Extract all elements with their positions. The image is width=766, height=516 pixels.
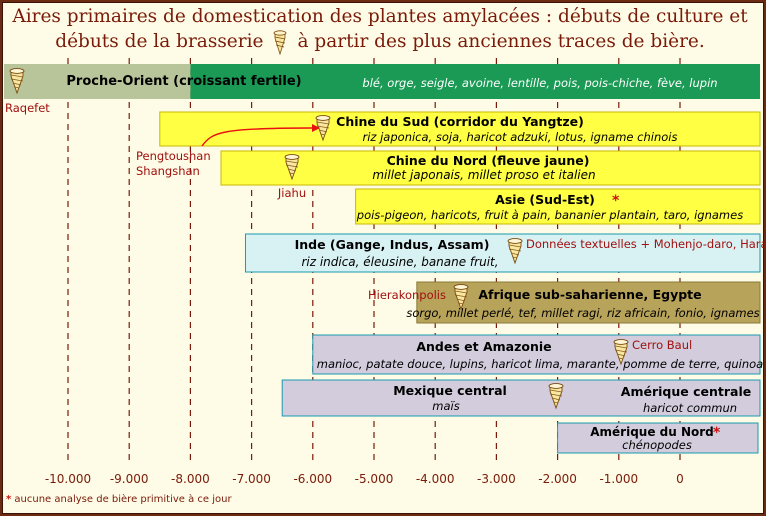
beer-icon-stripes xyxy=(10,74,24,89)
footnote-text: aucune analyse de bière primitive à ce j… xyxy=(14,494,232,505)
beer-marker xyxy=(548,383,564,410)
beer-icon-stripes xyxy=(285,160,299,175)
region-bar xyxy=(281,379,761,417)
region-plants: sorgo, millet perlé, tef, millet ragi, r… xyxy=(406,306,759,320)
region-bar xyxy=(557,422,759,454)
beer-marker xyxy=(613,339,629,366)
region-plants: pois-pigeon, haricots, fruit à pain, ban… xyxy=(356,208,743,222)
beer-icon-stripes xyxy=(549,389,563,404)
region-bar xyxy=(355,188,761,225)
site-label: Données textuelles + Mohenjo-daro, Harap… xyxy=(526,237,766,251)
beer-marker xyxy=(284,154,300,181)
region-name: Asie (Sud-Est) xyxy=(495,192,595,207)
x-tick-label: 0 xyxy=(676,472,684,486)
footnote: * aucune analyse de bière primitive à ce… xyxy=(6,494,232,505)
title-line-2: débuts de la brasserie à partir des plus … xyxy=(0,29,760,55)
beer-marker xyxy=(9,68,25,95)
beer-icon-foam xyxy=(284,154,300,160)
region-plants: chénopodes xyxy=(622,438,692,452)
region-bar-prelude xyxy=(4,64,191,99)
region-name: Mexique central xyxy=(393,383,507,398)
beer-icon-foam xyxy=(613,339,629,345)
beer-icon-foam xyxy=(9,68,25,74)
beer-icon-foam xyxy=(548,383,564,389)
x-tick-label: -10.000 xyxy=(45,472,91,486)
beer-icon-stripes xyxy=(614,345,628,360)
beer-icon-foam xyxy=(453,284,469,290)
footnote-star: * xyxy=(6,494,12,505)
site-label: Pengtoushan xyxy=(136,149,211,163)
beer-marker xyxy=(453,284,469,311)
x-tick-label: -1.000 xyxy=(599,472,638,486)
site-label: Jiahu xyxy=(277,186,306,200)
beer-icon-stripes xyxy=(316,121,330,136)
site-arrow xyxy=(201,127,313,147)
site-label: Shangshan xyxy=(136,164,200,178)
region-plants: haricot commun xyxy=(643,401,737,415)
region-plants: riz indica, éleusine, banane fruit, xyxy=(301,255,498,269)
region-bar xyxy=(244,233,761,273)
beer-marker xyxy=(315,115,331,142)
region-name: Amérique du Nord xyxy=(590,425,714,439)
x-tick-label: -2.000 xyxy=(538,472,577,486)
region-plants: millet japonais, millet proso et italien xyxy=(372,168,595,182)
region-name: Chine du Sud (corridor du Yangtze) xyxy=(336,114,584,129)
region-plants: maïs xyxy=(432,399,459,413)
site-label: Cerro Baul xyxy=(632,338,692,352)
beer-icon-foam xyxy=(507,238,523,244)
title-line-2-start: débuts de la brasserie xyxy=(55,31,264,52)
beer-icon xyxy=(274,30,287,55)
region-name: Andes et Amazonie xyxy=(416,339,551,354)
x-tick-label: -9.000 xyxy=(110,472,149,486)
site-label: Raqefet xyxy=(5,101,50,115)
region-plants: blé, orge, seigle, avoine, lentille, poi… xyxy=(362,76,717,90)
x-tick-label: -6.000 xyxy=(293,472,332,486)
region-bar xyxy=(220,150,761,186)
region-star: * xyxy=(612,193,620,209)
site-arrow-head xyxy=(312,124,320,132)
chart-title: Aires primaires de domestication des pla… xyxy=(0,4,760,55)
region-star: * xyxy=(713,425,721,441)
region-name: Afrique sub-saharienne, Egypte xyxy=(478,287,701,302)
region-name: Inde (Gange, Indus, Assam) xyxy=(295,237,490,252)
beer-icon-stripes xyxy=(454,290,468,305)
region-bar xyxy=(312,334,761,375)
x-tick-label: -7.000 xyxy=(232,472,271,486)
region-plants: manioc, patate douce, lupins, haricot li… xyxy=(317,357,763,371)
region-name: Amérique centrale xyxy=(621,384,751,399)
title-line-1: Aires primaires de domestication des pla… xyxy=(12,6,748,27)
beer-marker xyxy=(507,238,523,265)
region-plants: riz japonica, soja, haricot adzuki, lotu… xyxy=(363,130,678,144)
x-tick-label: -8.000 xyxy=(171,472,210,486)
site-label: Hierakonpolis xyxy=(368,288,446,302)
beer-icon-foam xyxy=(315,115,331,121)
region-bar xyxy=(190,64,760,99)
title-line-2-end: à partir des plus anciennes traces de bi… xyxy=(297,31,705,52)
x-tick-label: -4.000 xyxy=(416,472,455,486)
x-tick-label: -3.000 xyxy=(477,472,516,486)
region-name: Proche-Orient (croissant fertile) xyxy=(66,74,301,89)
region-bar xyxy=(416,281,761,324)
beer-icon-stripes xyxy=(508,244,522,259)
x-tick-label: -5.000 xyxy=(355,472,394,486)
region-name: Chine du Nord (fleuve jaune) xyxy=(387,153,590,168)
